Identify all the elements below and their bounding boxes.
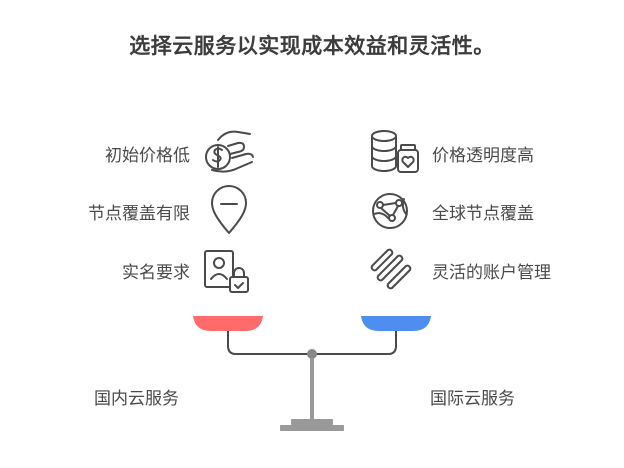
id-card-lock-icon — [204, 250, 249, 293]
right-item-label-3: 灵活的账户管理 — [432, 263, 551, 283]
money-hand-icon — [205, 130, 254, 173]
left-side-label: 国内云服务 — [94, 389, 179, 409]
right-side-label: 国际云服务 — [430, 389, 515, 409]
left-item-label-2: 节点覆盖有限 — [88, 204, 190, 224]
right-item-label-2: 全球节点覆盖 — [432, 204, 534, 224]
flexible-bars-icon — [370, 248, 412, 290]
left-item-label-1: 初始价格低 — [105, 146, 190, 166]
balance-scale — [193, 316, 431, 431]
left-scale-pan — [193, 316, 263, 331]
right-scale-pan — [361, 316, 431, 331]
right-item-label-1: 价格透明度高 — [432, 146, 534, 166]
diagram-title: 选择云服务以实现成本效益和灵活性。 — [129, 34, 495, 58]
globe-network-icon — [372, 193, 408, 229]
left-item-label-3: 实名要求 — [122, 263, 190, 283]
map-pin-icon — [211, 185, 247, 234]
coins-heart-icon — [371, 130, 419, 173]
